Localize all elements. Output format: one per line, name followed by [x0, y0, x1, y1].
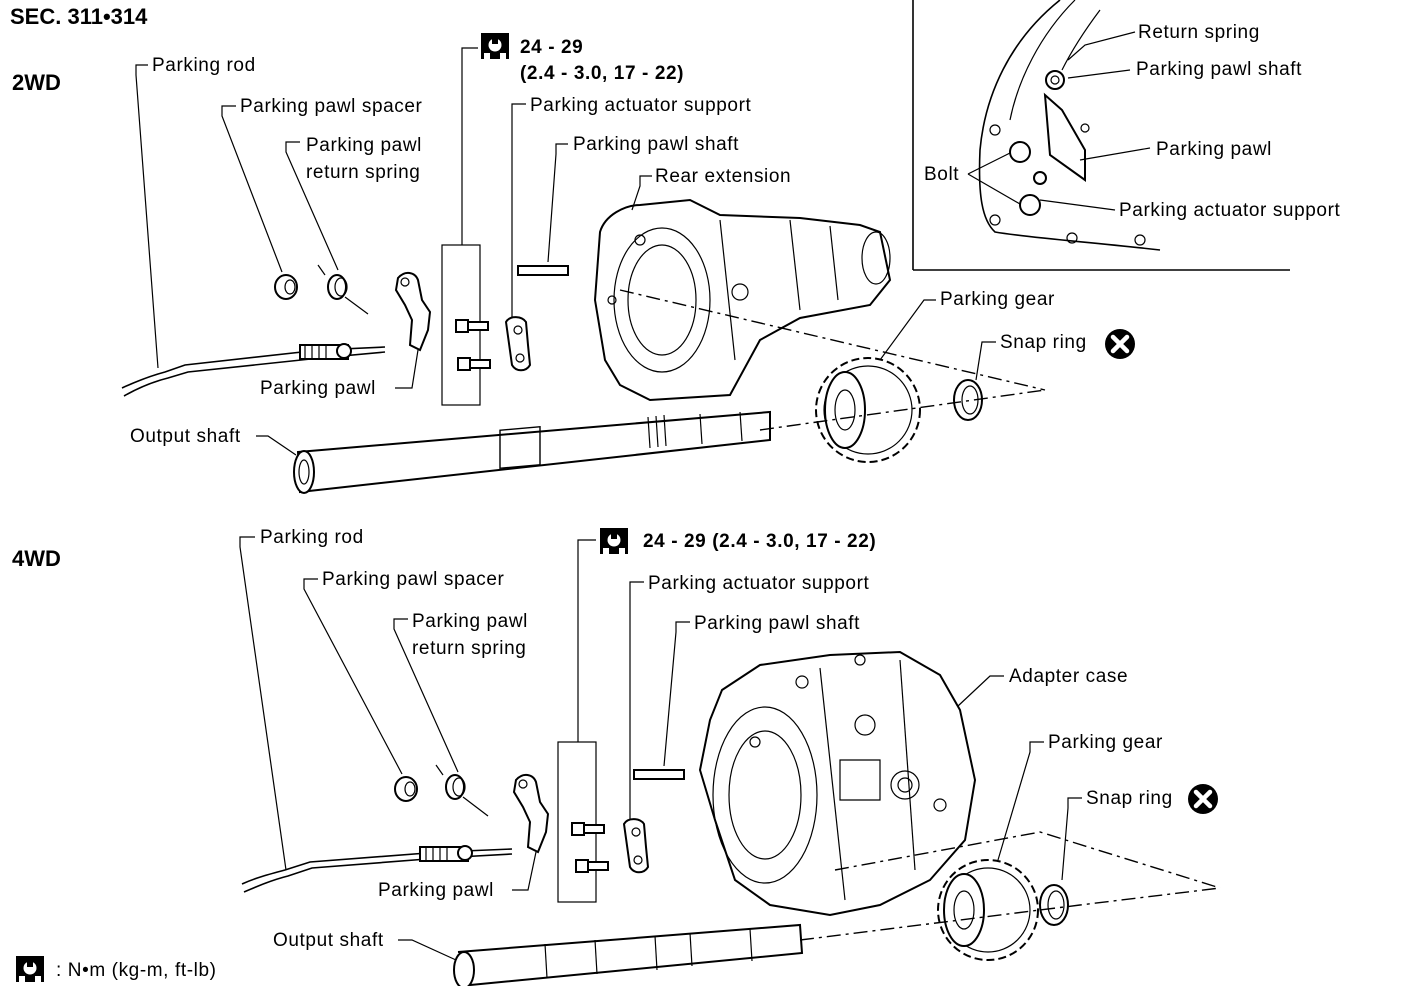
- torque-wrench-icon-4wd: [600, 528, 628, 554]
- parking-gear-4wd: [937, 859, 1039, 961]
- inset-label-parking-actuator-support: Parking actuator support: [1119, 200, 1341, 221]
- return-spring-2wd: [317, 264, 369, 315]
- label-parking-gear-2wd: Parking gear: [940, 289, 1055, 310]
- label-return-spring-4wd-line1: Parking pawl: [412, 611, 528, 632]
- label-parking-pawl-4wd: Parking pawl: [378, 880, 494, 901]
- label-parking-actuator-support-4wd: Parking actuator support: [648, 573, 870, 594]
- label-parking-rod-4wd: Parking rod: [260, 527, 364, 548]
- output-shaft-2wd: [293, 410, 771, 494]
- label-parking-pawl-2wd: Parking pawl: [260, 378, 376, 399]
- parking-pawl-shaft-4wd: [633, 769, 685, 780]
- inset-label-bolt: Bolt: [924, 164, 959, 185]
- parking-pawl-spacer-2wd: [274, 274, 298, 300]
- parking-actuator-support-4wd: [622, 818, 650, 874]
- return-spring-4wd: [435, 764, 489, 817]
- legend-units: : N•m (kg-m, ft-lb): [56, 960, 217, 981]
- inset-label-parking-pawl: Parking pawl: [1156, 139, 1272, 160]
- title-2wd: 2WD: [12, 70, 61, 95]
- snap-ring-4wd: [1039, 884, 1069, 926]
- parking-gear-2wd: [815, 357, 921, 463]
- torque-value-2wd: 24 - 29: [520, 37, 583, 58]
- torque-wrench-icon-legend: [16, 956, 44, 982]
- inset-detail: [912, 0, 1290, 271]
- label-output-shaft-4wd: Output shaft: [273, 930, 384, 951]
- do-not-reuse-icon-4wd: [1188, 784, 1218, 814]
- parking-pawl-spacer-4wd: [394, 776, 418, 802]
- torque-units-2wd: (2.4 - 3.0, 17 - 22): [520, 63, 684, 84]
- torque-wrench-icon-2wd: [481, 33, 509, 59]
- label-rear-extension-2wd: Rear extension: [655, 166, 791, 187]
- label-return-spring-2wd-line1: Parking pawl: [306, 135, 422, 156]
- label-parking-pawl-spacer-2wd: Parking pawl spacer: [240, 96, 423, 117]
- inset-label-return-spring: Return spring: [1138, 22, 1260, 43]
- output-shaft-4wd: [453, 923, 804, 986]
- parking-rod-2wd: [121, 343, 386, 397]
- parking-rod-4wd: [241, 845, 513, 893]
- label-parking-pawl-shaft-4wd: Parking pawl shaft: [694, 613, 860, 634]
- do-not-reuse-icon-2wd: [1105, 329, 1135, 359]
- section-number: SEC. 311•314: [10, 4, 148, 29]
- title-4wd: 4WD: [12, 546, 61, 571]
- adapter-case-4wd: [698, 650, 977, 917]
- parking-actuator-support-2wd: [504, 316, 532, 372]
- torque-value-4wd: 24 - 29 (2.4 - 3.0, 17 - 22): [643, 531, 876, 552]
- label-snap-ring-2wd: Snap ring: [1000, 332, 1087, 353]
- label-parking-pawl-shaft-2wd: Parking pawl shaft: [573, 134, 739, 155]
- rear-extension-2wd: [593, 198, 892, 402]
- inset-label-parking-pawl-shaft: Parking pawl shaft: [1136, 59, 1302, 80]
- label-snap-ring-4wd: Snap ring: [1086, 788, 1173, 809]
- label-return-spring-2wd-line2: return spring: [306, 162, 420, 183]
- label-parking-pawl-spacer-4wd: Parking pawl spacer: [322, 569, 505, 590]
- label-return-spring-4wd-line2: return spring: [412, 638, 526, 659]
- torque-bracket-2wd: [441, 47, 491, 406]
- label-adapter-case-4wd: Adapter case: [1009, 666, 1128, 687]
- parking-pawl-shaft-2wd: [517, 265, 569, 276]
- torque-bracket-4wd: [557, 539, 609, 903]
- label-parking-rod-2wd: Parking rod: [152, 55, 256, 76]
- parking-pawl-4wd: [512, 774, 550, 854]
- parking-pawl-2wd: [394, 272, 432, 352]
- label-output-shaft-2wd: Output shaft: [130, 426, 241, 447]
- label-parking-actuator-support-2wd: Parking actuator support: [530, 95, 752, 116]
- label-parking-gear-4wd: Parking gear: [1048, 732, 1163, 753]
